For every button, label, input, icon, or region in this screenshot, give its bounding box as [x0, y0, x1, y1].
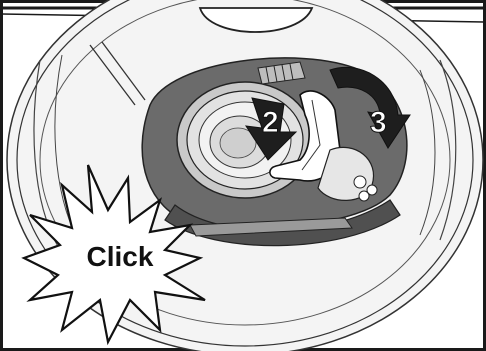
- step-3-label: 3: [370, 106, 387, 139]
- step-2-label: 2: [262, 106, 279, 139]
- click-label: Click: [87, 241, 154, 272]
- cylinder-filter: [177, 82, 313, 198]
